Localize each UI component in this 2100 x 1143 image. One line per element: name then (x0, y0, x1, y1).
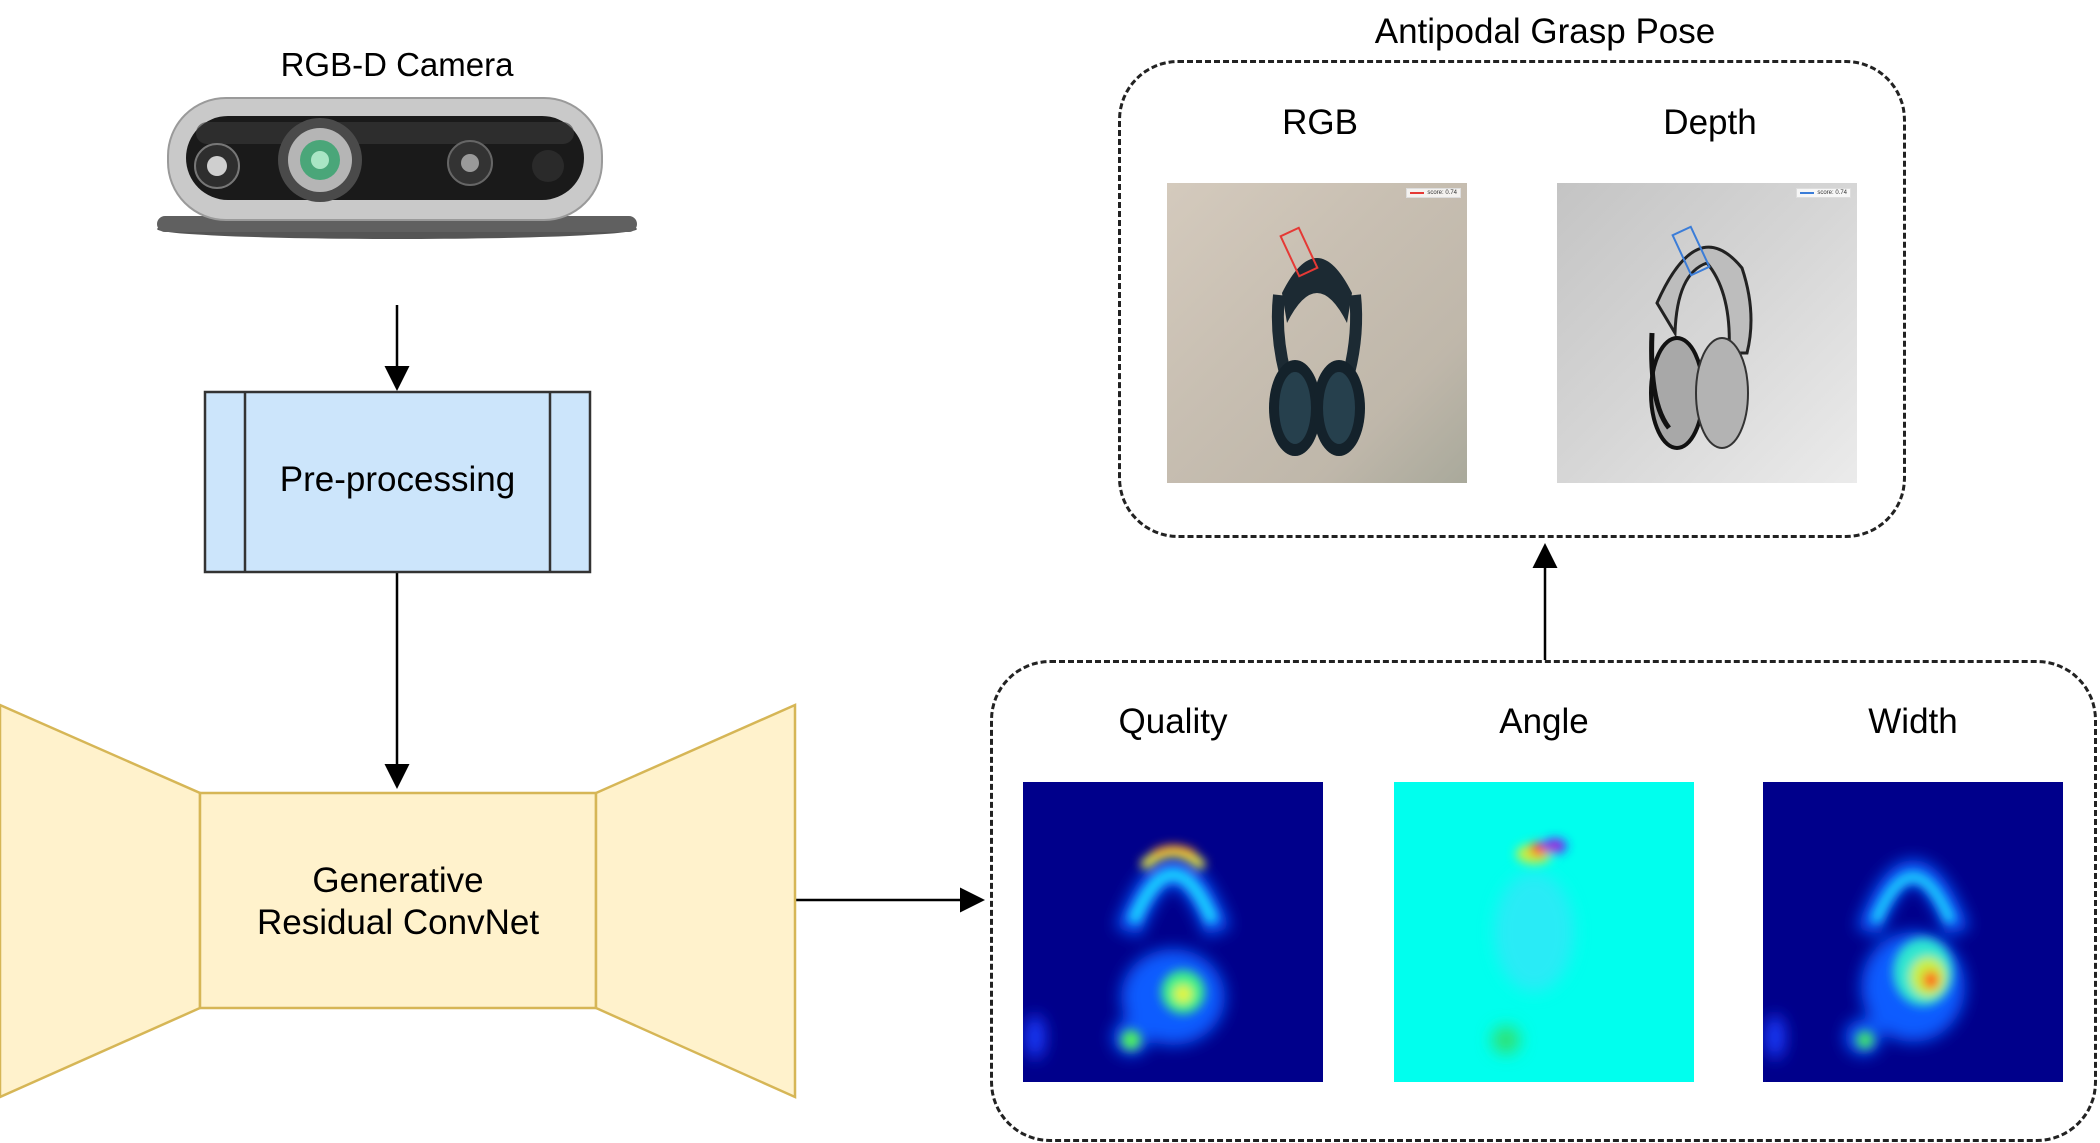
depth-grasp-image: score: 0.74 (1557, 183, 1857, 483)
rgbd-camera-image (157, 97, 637, 239)
decoder-trapezoid (594, 703, 797, 1099)
depth-label: Depth (1663, 103, 1757, 142)
width-label: Width (1868, 702, 1958, 741)
depth-score-legend: score: 0.74 (1796, 188, 1851, 198)
quality-heatmap (1023, 782, 1323, 1082)
camera-label: RGB-D Camera (280, 46, 514, 83)
preprocessing-box (203, 390, 592, 574)
grasp-pose-title: Antipodal Grasp Pose (1374, 12, 1716, 51)
depth-headphones-drawing (1649, 225, 1753, 450)
network-label-line1: Generative (312, 861, 484, 900)
grasp-pose-container (1118, 60, 1906, 538)
rgb-score-text: score: 0.74 (1427, 190, 1457, 196)
rgb-label: RGB (1282, 103, 1358, 142)
bottleneck-rect (198, 791, 598, 1010)
network-block (0, 703, 797, 1099)
output-maps-container (990, 660, 2097, 1142)
angle-label: Angle (1499, 702, 1589, 741)
width-heatmap (1763, 782, 2063, 1082)
network-label: Generative Residual ConvNet (200, 860, 596, 944)
depth-score-text: score: 0.74 (1817, 190, 1847, 196)
preprocessing-label: Pre-processing (279, 460, 516, 499)
rgb-score-legend: score: 0.74 (1406, 188, 1461, 198)
angle-heatmap (1394, 782, 1694, 1082)
network-label-line2: Residual ConvNet (256, 903, 540, 942)
quality-label: Quality (1118, 702, 1228, 741)
depth-grasp-rectangle (1671, 225, 1711, 277)
rgb-headphones-drawing (1269, 226, 1365, 456)
rgb-grasp-rectangle (1279, 226, 1319, 278)
encoder-trapezoid (0, 703, 202, 1099)
rgb-grasp-image: score: 0.74 (1167, 183, 1467, 483)
